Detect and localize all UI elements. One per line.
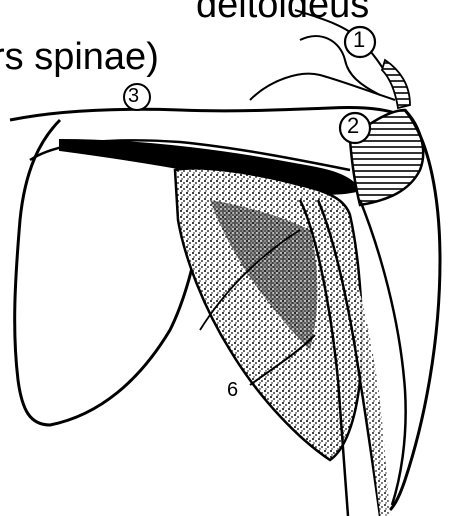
upper-nerve-line-c bbox=[250, 74, 395, 100]
callout-label-1: 1 bbox=[353, 29, 365, 51]
callout-label-6: 6 bbox=[227, 380, 238, 400]
caption-line-2: rs spinae) bbox=[0, 38, 159, 76]
stippled-muscle-body bbox=[175, 168, 362, 460]
callout-label-3: 3 bbox=[128, 86, 139, 106]
caption-line-1: deltoideus bbox=[196, 0, 369, 24]
callout-label-2: 2 bbox=[347, 115, 359, 137]
clavicle-tip-hatched bbox=[382, 60, 410, 108]
